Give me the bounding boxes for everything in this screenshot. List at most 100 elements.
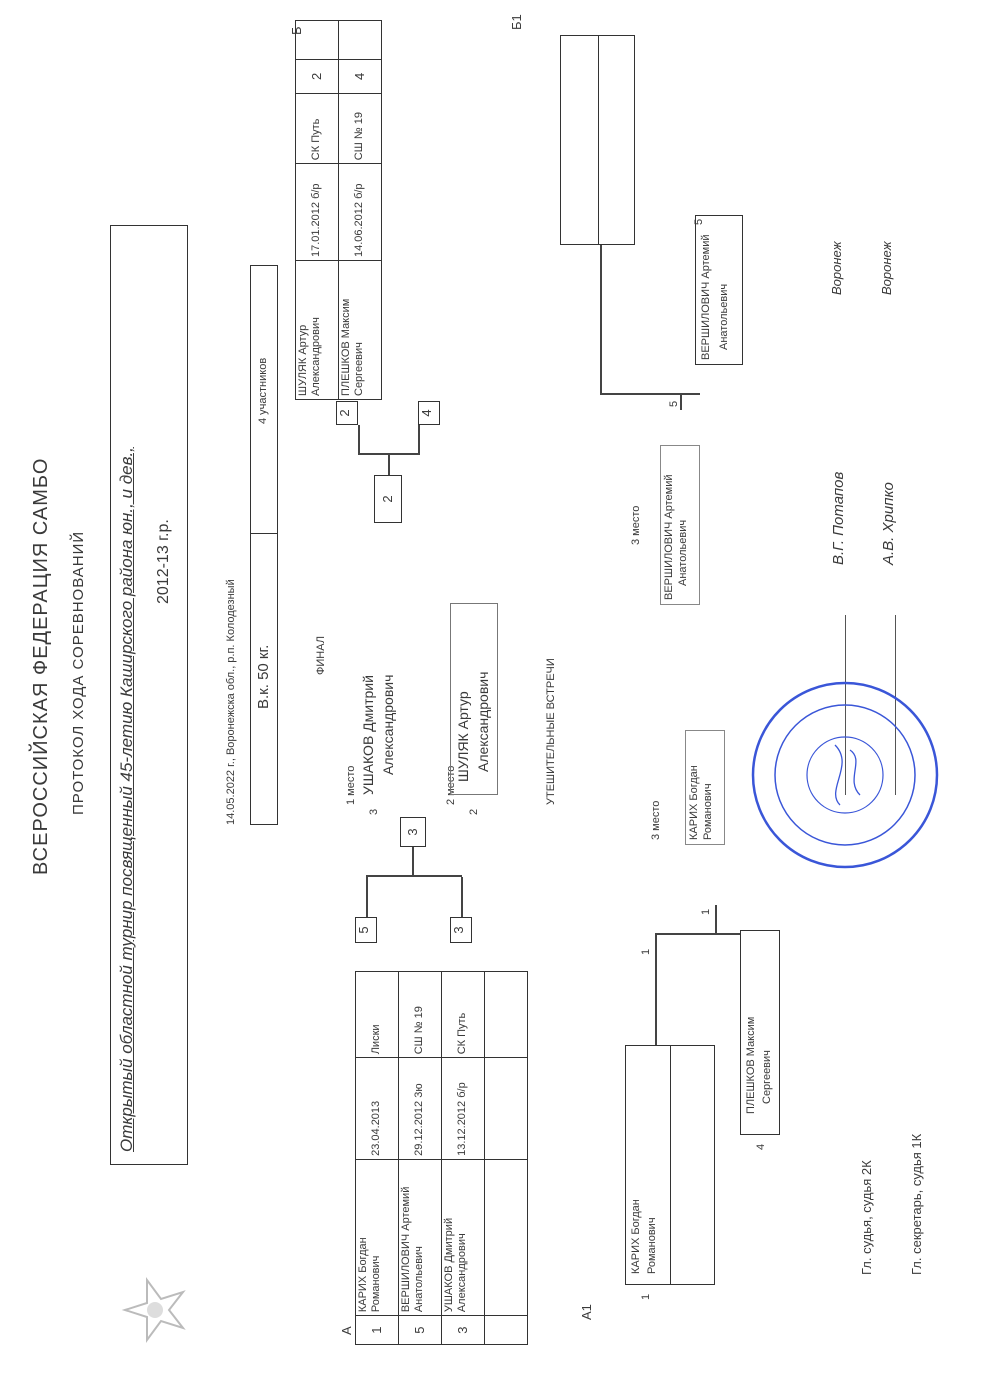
bracket-line [655,935,657,1045]
bracket-line [655,933,740,935]
bracket-a-round1-bottom: 3 [450,917,472,943]
bracket-line [412,847,414,877]
bracket-b-winner: 2 [374,475,402,523]
participant-patronymic: Сергеевич [353,342,366,396]
secretary-name: А.В. Хрипко [880,482,897,565]
birthdate-cell [484,1057,528,1160]
bracket-spacer [442,846,485,972]
participant-name: УШАКОВ Дмитрий [443,1217,455,1313]
birthdate-cell: 14.06.2012 б/р [338,163,382,261]
b1-label: Б1 [509,14,524,30]
tournament-title-line1: Открытый областной турнир посвященный 45… [117,447,136,1152]
club-cell: СК Путь [295,93,339,164]
row-number: 1 [355,1315,399,1345]
judge-city: Воронеж [829,241,844,295]
bracket-line [388,455,390,475]
second-place-name: ШУЛЯК Артур [455,691,471,782]
club-cell: Лиски [355,971,399,1058]
a1-third-place-box: КАРИХ Богдан Романович [685,730,725,845]
a1-third-name: КАРИХ Богдан [688,765,700,840]
bracket-b-round1-top: 2 [336,401,358,425]
bracket-spacer [485,846,528,972]
protocol-title: ПРОТОКОЛ ХОДА СОРЕВНОВАНИЙ [70,530,87,815]
row-number: 5 [398,1315,442,1345]
bracket-line [600,393,700,395]
a1-top-name: КАРИХ Богдан [630,1199,642,1274]
b1-third-place-label: 3 место [630,505,642,545]
a1-winner-number: 1 [700,908,712,915]
birthdate-cell: 17.01.2012 б/р [295,163,339,261]
participant-patronymic: Анатольевич [413,1246,426,1313]
bracket-line [366,875,462,877]
participant-name: ПЛЕШКОВ Максим [340,298,352,396]
a1-top-number: 1 [640,1293,652,1300]
bracket-line [418,425,420,455]
secretary-city: Воронеж [879,241,894,295]
a1-label: А1 [579,1304,594,1320]
row-number: 3 [441,1315,485,1345]
tournament-title-line2: 2012-13 г.р. [155,519,172,604]
a1-bottom-box: ПЛЕШКОВ Максим Сергеевич [740,930,780,1135]
sambo-logo-icon [121,1276,186,1344]
bracket-line [600,245,602,395]
participant-name: ВЕРШИЛОВИЧ Артемий [400,1186,412,1313]
bracket-line [715,905,717,935]
b1-entry-patronymic: Анатольевич [718,283,730,350]
weight-divider [251,533,277,534]
a1-bottom-number: 4 [755,1143,767,1150]
first-place-name: УШАКОВ Дмитрий [360,675,376,795]
empty-cell [295,20,339,60]
participant-patronymic: Александрович [310,317,323,396]
b1-entry-name: ВЕРШИЛОВИЧ Артемий [700,234,712,360]
a1-third-patronymic: Романович [701,783,714,840]
first-place-label: 1 место [345,765,357,805]
b1-third-patronymic: Анатольевич [676,519,689,586]
row-number [484,1315,528,1345]
bracket-line [366,877,368,917]
table-row [484,846,528,1345]
a1-third-place-label: 3 место [650,800,662,840]
second-place-number: 2 [468,808,480,815]
bracket-spacer [356,846,399,972]
club-cell: СШ № 19 [398,971,442,1058]
participant-cell [484,1159,528,1316]
bracket-b-round1-bottom: 4 [418,401,440,425]
participants-count: 4 участников [257,357,269,424]
b1-winner-number: 5 [668,400,680,407]
date-place: 14.05.2022 г., Воронежска обл., р.п. Кол… [225,579,237,825]
box-divider [598,36,599,244]
federation-title: ВСЕРОССИЙСКАЯ ФЕДЕРАЦИЯ САМБО [30,457,52,875]
participant-patronymic: Романович [370,1255,383,1313]
b1-top-box [560,35,635,245]
bracket-a-round1-top: 5 [355,917,377,943]
participant-name: ШУЛЯК Артур [297,324,309,396]
tournament-title-box: Открытый областной турнир посвященный 45… [110,225,188,1165]
second-place-box: ШУЛЯК Артур Александрович [450,603,498,795]
club-cell [484,971,528,1058]
second-place-patronymic: Александрович [475,671,491,772]
a1-top-box: КАРИХ Богдан Романович [625,1045,715,1285]
judge-role: Гл. судья, судья 2К [859,1160,874,1275]
first-place-number: 3 [368,808,380,815]
a1-bottom-name: ПЛЕШКОВ Максим [745,1016,757,1114]
weight-box: В.к. 50 кг. 4 участников [250,265,278,825]
a1-bottom-patronymic: Сергеевич [761,1050,773,1104]
row-number: 2 [295,59,339,94]
bracket-line [358,425,360,455]
a1-top-patronymic: Романович [646,1217,658,1274]
club-cell: СК Путь [441,971,485,1058]
birthdate-cell: 23.04.2013 [355,1057,399,1160]
row-number: 4 [338,59,382,94]
b1-entry-number: 5 [693,218,705,225]
federation-stamp-icon [751,681,939,869]
first-place-patronymic: Александрович [380,674,396,775]
club-cell: СШ № 19 [338,93,382,164]
